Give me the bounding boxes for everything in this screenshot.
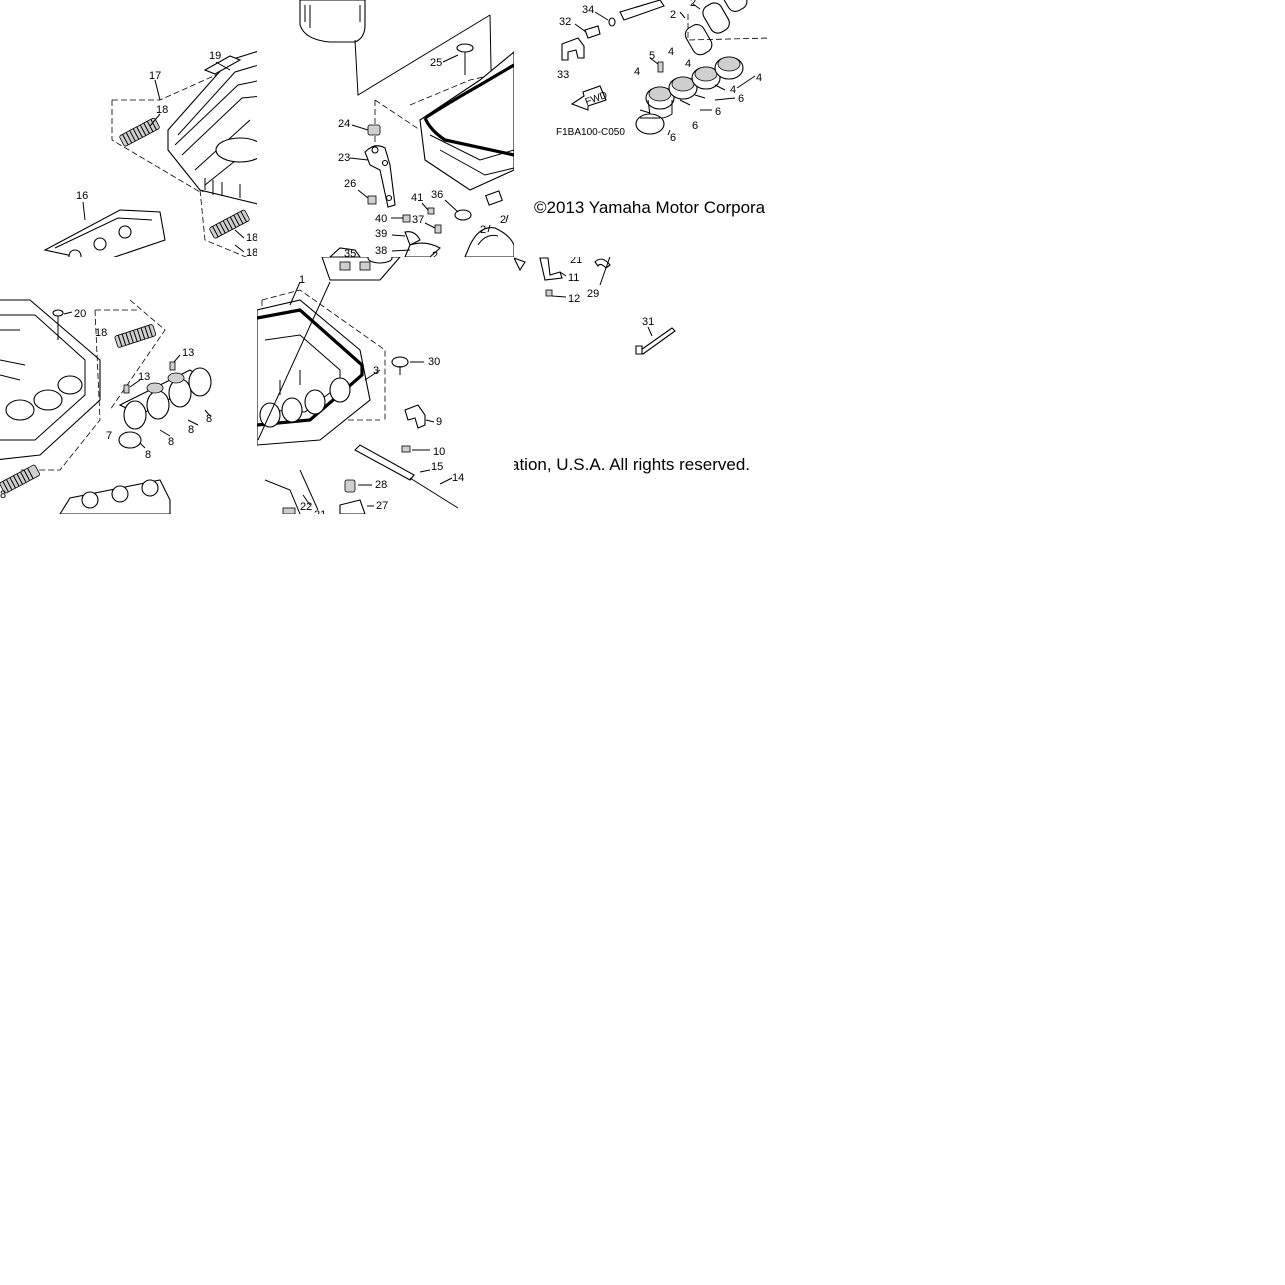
callout: 36 bbox=[431, 189, 443, 201]
callout: 18 bbox=[156, 104, 168, 116]
callout: 41 bbox=[411, 192, 423, 204]
callout: 14 bbox=[452, 472, 464, 484]
callout: 2 bbox=[670, 9, 676, 21]
callout: 20 bbox=[74, 308, 86, 320]
callout: 8 bbox=[168, 436, 174, 448]
copyright-left: ©2013 Yamaha Motor Corpora bbox=[534, 198, 766, 217]
callout: 3 bbox=[373, 365, 379, 377]
callout: 8 bbox=[145, 449, 151, 461]
callout: 17 bbox=[149, 70, 161, 82]
callout: 8 bbox=[206, 413, 212, 425]
callout: 38 bbox=[375, 245, 387, 257]
callout: 31 bbox=[642, 316, 654, 328]
callout: 35 bbox=[344, 248, 356, 260]
callout: 6 bbox=[715, 106, 721, 118]
callout: 5 bbox=[649, 50, 655, 62]
callout: 21 bbox=[314, 509, 326, 521]
callout: 27 bbox=[376, 500, 388, 512]
callout: 7 bbox=[106, 430, 112, 442]
callout: 6 bbox=[670, 132, 676, 144]
callout: 26 bbox=[344, 178, 356, 190]
callout: 9 bbox=[436, 416, 442, 428]
callout: 12 bbox=[568, 293, 580, 305]
callout: 28 bbox=[375, 479, 387, 491]
callout: 25 bbox=[430, 57, 442, 69]
callout: 4 bbox=[634, 66, 640, 78]
callout: 40 bbox=[375, 213, 387, 225]
figure-code: F1BA100-C050 bbox=[556, 127, 625, 138]
tile-bottom-middle: 1 30 3 9 10 15 14 28 27 22 21 bbox=[257, 257, 464, 521]
callout: 1 bbox=[299, 274, 305, 286]
callout: 39 bbox=[375, 228, 387, 240]
copyright-right: ation, U.S.A. All rights reserved. bbox=[510, 455, 750, 474]
callout: 4 bbox=[685, 58, 691, 70]
callout: 32 bbox=[559, 16, 571, 28]
callout: 2 bbox=[690, 0, 696, 9]
callout: 13 bbox=[182, 347, 194, 359]
callout: 4 bbox=[730, 84, 736, 96]
tile-top-left: 17 18 19 16 18 18 bbox=[43, 50, 258, 259]
callout: 6 bbox=[692, 120, 698, 132]
callout: 4 bbox=[668, 46, 674, 58]
callout: 8 bbox=[188, 424, 194, 436]
callout: 18 bbox=[95, 327, 107, 339]
callout: 11 bbox=[568, 272, 579, 284]
callout: 22 bbox=[300, 501, 312, 513]
tile-top-right: FWD F1BA100-C050 ©2013 Yamaha Motor Corp… bbox=[534, 0, 771, 217]
callout: 13 bbox=[138, 371, 150, 383]
callout: 8 bbox=[0, 489, 6, 501]
callout: 30 bbox=[428, 356, 440, 368]
callout: 29 bbox=[587, 288, 599, 300]
callout: 34 bbox=[582, 4, 594, 16]
callout: 18 bbox=[246, 247, 258, 259]
callout: 4 bbox=[756, 72, 762, 84]
callout: 33 bbox=[557, 69, 569, 81]
callout: 2 bbox=[432, 250, 438, 262]
tile-top-middle: 25 24 23 26 41 36 40 37 39 38 35 2 2 2 bbox=[299, 0, 514, 262]
callout: 15 bbox=[431, 461, 443, 473]
callout: 2 bbox=[480, 224, 486, 236]
tile-bottom-left: 20 18 13 13 7 8 8 8 8 8 bbox=[0, 299, 212, 514]
callout: 10 bbox=[433, 446, 445, 458]
tile-bottom-right: ation, U.S.A. All rights reserved. 21 11… bbox=[510, 254, 750, 474]
callout: 24 bbox=[338, 118, 350, 130]
callout: 6 bbox=[738, 93, 744, 105]
callout: 16 bbox=[76, 190, 88, 202]
callout: 21 bbox=[570, 254, 582, 266]
callout: 37 bbox=[412, 214, 424, 226]
callout: 23 bbox=[338, 152, 350, 164]
callout: 19 bbox=[209, 50, 221, 62]
callout: 18 bbox=[246, 232, 258, 244]
callout: 2 bbox=[500, 214, 506, 226]
